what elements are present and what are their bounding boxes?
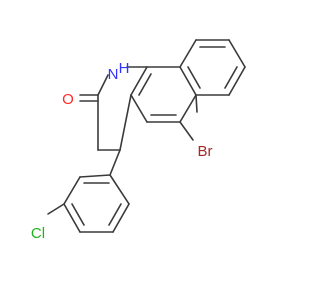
bond: [108, 203, 122, 226]
bond: [47, 203, 65, 215]
nitrogen-hydrogen-label: H: [119, 60, 130, 77]
bond: [179, 66, 197, 96]
bond: [179, 39, 197, 68]
bond: [224, 66, 238, 89]
bond: [228, 66, 246, 96]
structure-diagram: N H O Br Cl: [31, 39, 246, 242]
bond: [130, 66, 148, 96]
bond: [109, 149, 121, 176]
nitrogen-label: N: [108, 66, 119, 83]
bonds: [47, 39, 246, 233]
oxygen-label: O: [62, 91, 74, 108]
bond: [63, 203, 81, 233]
bond: [228, 39, 246, 68]
chlorine-label: Cl: [31, 225, 45, 242]
bond: [97, 74, 109, 96]
bond: [179, 94, 197, 123]
molecule-canvas: N H O Br Cl: [31, 39, 246, 242]
bond: [109, 174, 130, 205]
bond: [79, 174, 111, 178]
bond: [130, 94, 148, 123]
bond: [119, 94, 132, 151]
bond: [138, 73, 152, 96]
bond: [112, 203, 130, 233]
bond: [71, 203, 85, 226]
bond: [179, 121, 194, 141]
bond: [187, 66, 201, 89]
bromine-label: Br: [198, 143, 213, 160]
atom-labels: N H O Br Cl: [31, 60, 213, 242]
bond: [63, 176, 81, 205]
bond: [195, 94, 198, 113]
